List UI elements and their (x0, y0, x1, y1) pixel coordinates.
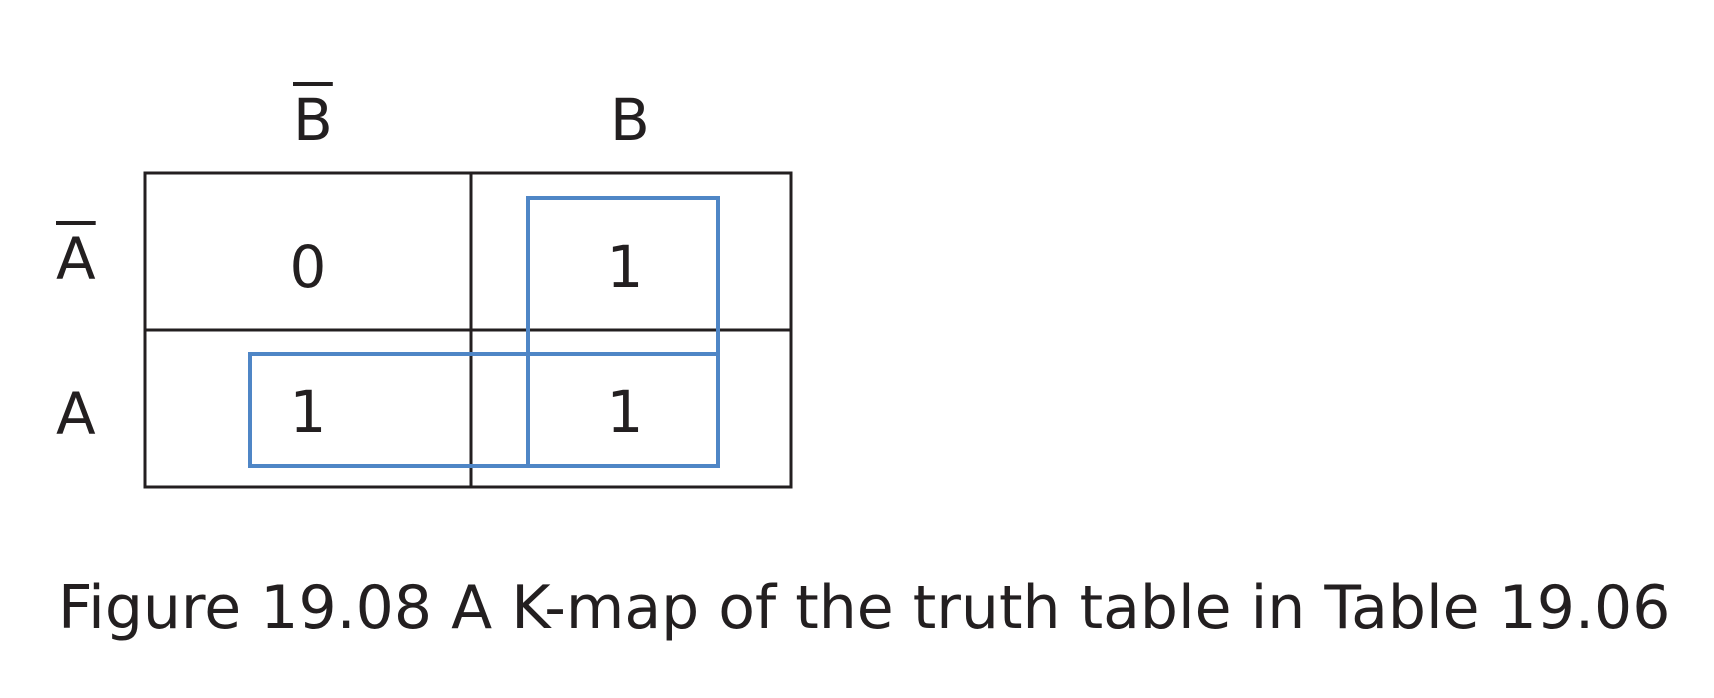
cell-a-b-bar: 1 (289, 378, 327, 446)
column-header-b-bar: B (293, 86, 333, 154)
cell-a-bar-b-bar: 0 (289, 233, 327, 301)
row-header-a-bar: A (56, 225, 96, 293)
row-header-a: A (56, 380, 96, 448)
figure-caption: Figure 19.08 A K-map of the truth table … (58, 573, 1671, 643)
group-row-a (248, 352, 720, 468)
column-header-b: B (610, 86, 650, 154)
cell-a-b: 1 (606, 378, 644, 446)
cell-a-bar-b: 1 (606, 233, 644, 301)
